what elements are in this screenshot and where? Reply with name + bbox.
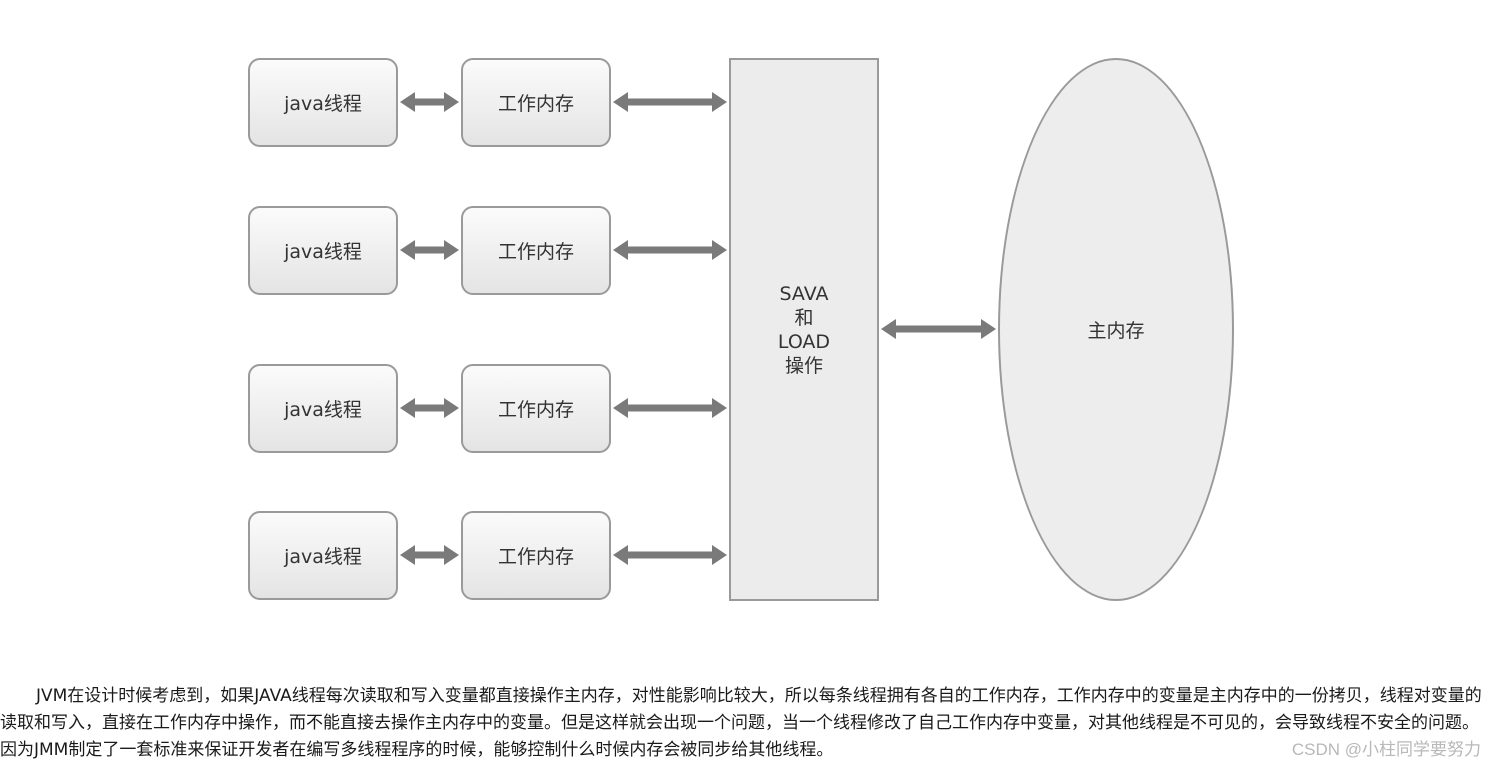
operation-line-3: LOAD <box>777 330 831 353</box>
java-thread-label: java线程 <box>284 546 362 568</box>
working-memory-box-4: 工作内存 <box>461 511 611 600</box>
save-load-operation-box: SAVA 和 LOAD 操作 <box>729 58 879 601</box>
operation-line-4: 操作 <box>784 354 823 377</box>
operation-line-2: 和 <box>794 306 814 329</box>
java-thread-box-2: java线程 <box>248 206 398 295</box>
working-memory-label: 工作内存 <box>497 399 574 421</box>
working-memory-label: 工作内存 <box>497 241 574 263</box>
java-thread-box-1: java线程 <box>248 58 398 147</box>
main-memory-label: 主内存 <box>1087 320 1145 342</box>
memory-to-operation-arrow-3 <box>613 398 727 418</box>
java-thread-label: java线程 <box>284 399 362 421</box>
operation-to-main-memory-arrow <box>881 319 996 339</box>
memory-to-operation-arrow-1 <box>613 92 727 112</box>
thread-to-memory-arrow-1 <box>400 92 459 112</box>
article-paragraph: JVM在设计时候考虑到，如果JAVA线程每次读取和写入变量都直接操作主内存，对性… <box>0 686 1482 760</box>
java-thread-box-3: java线程 <box>248 364 398 453</box>
java-thread-label: java线程 <box>284 93 362 115</box>
working-memory-label: 工作内存 <box>497 93 574 115</box>
working-memory-box-3: 工作内存 <box>461 364 611 453</box>
java-thread-label: java线程 <box>284 241 362 263</box>
java-thread-box-4: java线程 <box>248 511 398 600</box>
memory-to-operation-arrow-2 <box>613 240 727 260</box>
working-memory-label: 工作内存 <box>497 546 574 568</box>
thread-to-memory-arrow-2 <box>400 240 459 260</box>
thread-to-memory-arrow-3 <box>400 398 459 418</box>
thread-to-memory-arrow-4 <box>400 545 459 565</box>
watermark: CSDN @小柱同学要努力 <box>1291 740 1481 759</box>
working-memory-box-1: 工作内存 <box>461 58 611 147</box>
operation-line-1: SAVA <box>779 282 829 305</box>
working-memory-box-2: 工作内存 <box>461 206 611 295</box>
main-memory-ellipse: 主内存 <box>998 58 1234 601</box>
memory-to-operation-arrow-4 <box>613 545 727 565</box>
